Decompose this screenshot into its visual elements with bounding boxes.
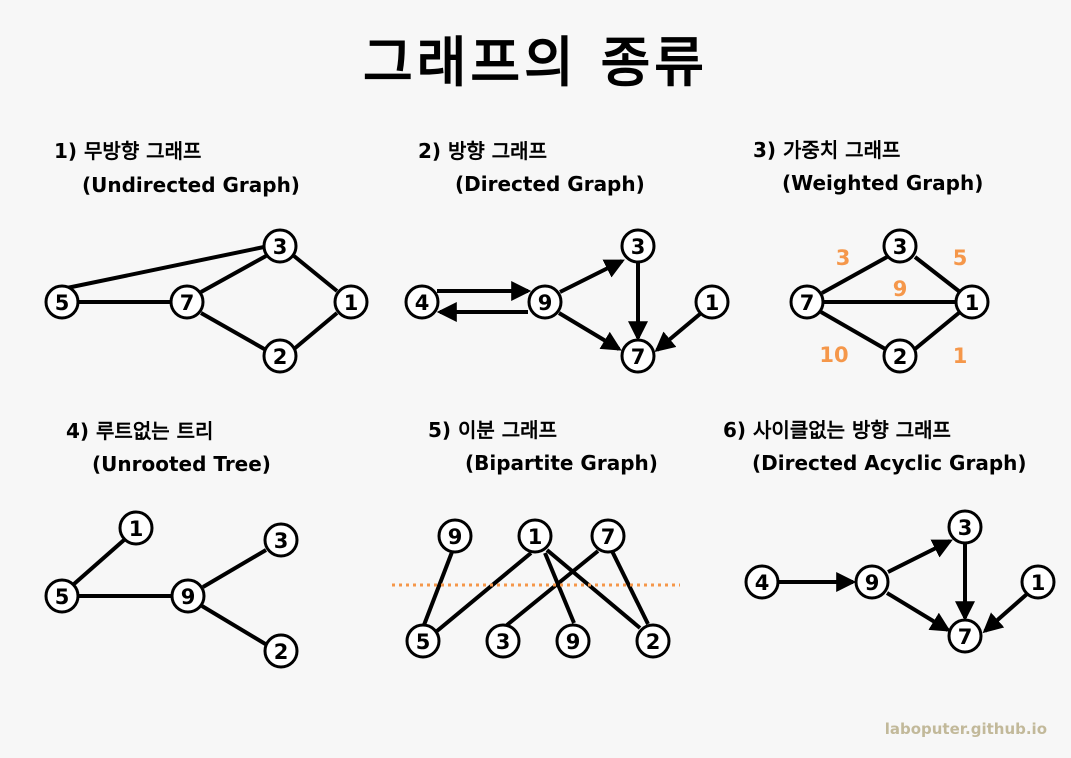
node-3: 3 bbox=[262, 228, 298, 264]
svg-text:1: 1 bbox=[129, 517, 144, 541]
node-1: 1 bbox=[333, 284, 369, 320]
node-1: 1 bbox=[1020, 564, 1056, 600]
node-top-7: 7 bbox=[590, 518, 626, 554]
weighted-graph: 7 3 1 2 3 5 9 10 1 bbox=[789, 228, 990, 374]
node-bottom-5: 5 bbox=[405, 623, 441, 659]
node-9: 9 bbox=[854, 564, 890, 600]
weight-2-1: 1 bbox=[953, 344, 968, 368]
svg-text:1: 1 bbox=[1031, 571, 1046, 595]
svg-text:9: 9 bbox=[181, 585, 196, 609]
node-3: 3 bbox=[620, 228, 656, 264]
section-6-subtitle: (Directed Acyclic Graph) bbox=[752, 451, 1027, 475]
weight-7-1: 9 bbox=[893, 277, 908, 301]
bipartite-graph: 9 1 7 5 3 9 2 bbox=[392, 518, 680, 659]
node-2: 2 bbox=[882, 338, 918, 374]
svg-text:5: 5 bbox=[55, 585, 70, 609]
node-3: 3 bbox=[263, 522, 299, 558]
svg-text:9: 9 bbox=[448, 525, 463, 549]
node-top-9: 9 bbox=[437, 518, 473, 554]
node-2: 2 bbox=[262, 338, 298, 374]
svg-text:5: 5 bbox=[55, 291, 70, 315]
svg-text:1: 1 bbox=[965, 291, 980, 315]
svg-text:4: 4 bbox=[415, 291, 430, 315]
node-5: 5 bbox=[44, 578, 80, 614]
unrooted-tree: 1 5 9 3 2 bbox=[44, 510, 299, 669]
node-3: 3 bbox=[947, 509, 983, 545]
svg-text:3: 3 bbox=[893, 235, 908, 259]
svg-text:2: 2 bbox=[893, 345, 908, 369]
section-2-title: 2) 방향 그래프 bbox=[418, 139, 547, 163]
svg-text:1: 1 bbox=[344, 291, 359, 315]
svg-text:9: 9 bbox=[538, 291, 553, 315]
node-7: 7 bbox=[620, 338, 656, 374]
node-7: 7 bbox=[947, 618, 983, 654]
dag-graph: 4 9 3 1 7 bbox=[744, 509, 1056, 654]
svg-text:3: 3 bbox=[273, 235, 288, 259]
node-2: 2 bbox=[263, 633, 299, 669]
node-bottom-3: 3 bbox=[485, 623, 521, 659]
node-7: 7 bbox=[169, 284, 205, 320]
undirected-graph: 5 7 3 1 2 bbox=[44, 228, 369, 374]
svg-text:7: 7 bbox=[631, 345, 646, 369]
svg-text:7: 7 bbox=[800, 291, 815, 315]
section-4-subtitle: (Unrooted Tree) bbox=[92, 452, 271, 476]
node-1: 1 bbox=[694, 284, 730, 320]
node-1: 1 bbox=[118, 510, 154, 546]
svg-text:3: 3 bbox=[631, 235, 646, 259]
directed-graph: 4 9 3 1 7 bbox=[404, 228, 730, 374]
section-2-subtitle: (Directed Graph) bbox=[455, 172, 645, 196]
section-3-title: 3) 가중치 그래프 bbox=[753, 138, 901, 162]
svg-text:7: 7 bbox=[180, 291, 195, 315]
weight-7-2: 10 bbox=[819, 343, 848, 367]
node-5: 5 bbox=[44, 284, 80, 320]
node-bottom-9: 9 bbox=[555, 623, 591, 659]
node-3: 3 bbox=[882, 228, 918, 264]
weight-3-1: 5 bbox=[953, 246, 968, 270]
footer-credit: laboputer.github.io bbox=[884, 720, 1047, 738]
svg-text:2: 2 bbox=[274, 640, 289, 664]
section-5-subtitle: (Bipartite Graph) bbox=[465, 451, 658, 475]
svg-text:9: 9 bbox=[865, 571, 880, 595]
svg-text:1: 1 bbox=[528, 525, 543, 549]
svg-text:3: 3 bbox=[274, 529, 289, 553]
svg-text:2: 2 bbox=[646, 630, 661, 654]
section-1-title: 1) 무방향 그래프 bbox=[54, 139, 202, 163]
svg-text:5: 5 bbox=[416, 630, 431, 654]
svg-text:4: 4 bbox=[755, 571, 770, 595]
svg-text:9: 9 bbox=[566, 630, 581, 654]
weight-7-3: 3 bbox=[836, 246, 851, 270]
page-title: 그래프의 종류 bbox=[363, 31, 708, 94]
svg-text:7: 7 bbox=[601, 525, 616, 549]
node-4: 4 bbox=[404, 284, 440, 320]
svg-text:3: 3 bbox=[496, 630, 511, 654]
svg-text:3: 3 bbox=[958, 516, 973, 540]
node-top-1: 1 bbox=[517, 518, 553, 554]
section-4-title: 4) 루트없는 트리 bbox=[66, 419, 214, 443]
section-3-subtitle: (Weighted Graph) bbox=[782, 171, 984, 195]
section-6-title: 6) 사이클없는 방향 그래프 bbox=[723, 418, 951, 442]
svg-text:7: 7 bbox=[958, 625, 973, 649]
node-4: 4 bbox=[744, 564, 780, 600]
node-9: 9 bbox=[170, 578, 206, 614]
svg-text:1: 1 bbox=[705, 291, 720, 315]
section-5-title: 5) 이분 그래프 bbox=[428, 418, 557, 442]
node-bottom-2: 2 bbox=[635, 623, 671, 659]
svg-text:2: 2 bbox=[273, 345, 288, 369]
section-1-subtitle: (Undirected Graph) bbox=[82, 173, 300, 197]
node-7: 7 bbox=[789, 284, 825, 320]
node-9: 9 bbox=[527, 284, 563, 320]
node-1: 1 bbox=[954, 284, 990, 320]
